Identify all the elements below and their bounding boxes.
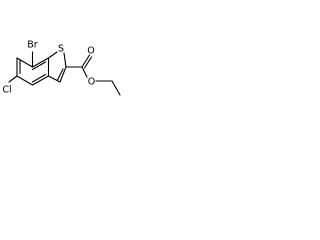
bond-c3a-c4 xyxy=(31,75,50,86)
bond-carbonyl-c-o xyxy=(81,54,91,68)
chlorine-label: Cl xyxy=(2,85,11,96)
benzene-ring xyxy=(16,57,50,86)
bond-c7-c7a-inner xyxy=(31,61,47,71)
bond-ch2-ch3 xyxy=(111,80,121,96)
bond-c6-c7 xyxy=(16,57,34,68)
bond-c5-cl xyxy=(8,75,18,83)
thiophene-ring xyxy=(47,51,67,83)
ethyl-ester-group xyxy=(65,54,121,96)
bromine-label: Br xyxy=(27,40,38,51)
sulfur-label: S xyxy=(58,44,64,55)
ester-oxygen-label: O xyxy=(88,77,95,88)
bond-carbonyl-c-o-double xyxy=(83,56,93,69)
bond-c2-c3-inner xyxy=(56,68,64,81)
molecule-structure: Br Cl S O O xyxy=(2,40,121,96)
bond-s-c2 xyxy=(63,52,67,68)
bond-c3a-c4-inner xyxy=(31,73,47,83)
carbonyl-oxygen-label: O xyxy=(87,46,94,57)
bond-carbonyl-c-ester-o xyxy=(81,66,88,78)
bond-c7a-s xyxy=(47,51,58,59)
bond-c2-c3 xyxy=(59,66,67,83)
bond-c7-c7a xyxy=(31,57,50,68)
bond-c4-c5 xyxy=(16,75,34,86)
bond-c3-c3a xyxy=(47,75,61,83)
